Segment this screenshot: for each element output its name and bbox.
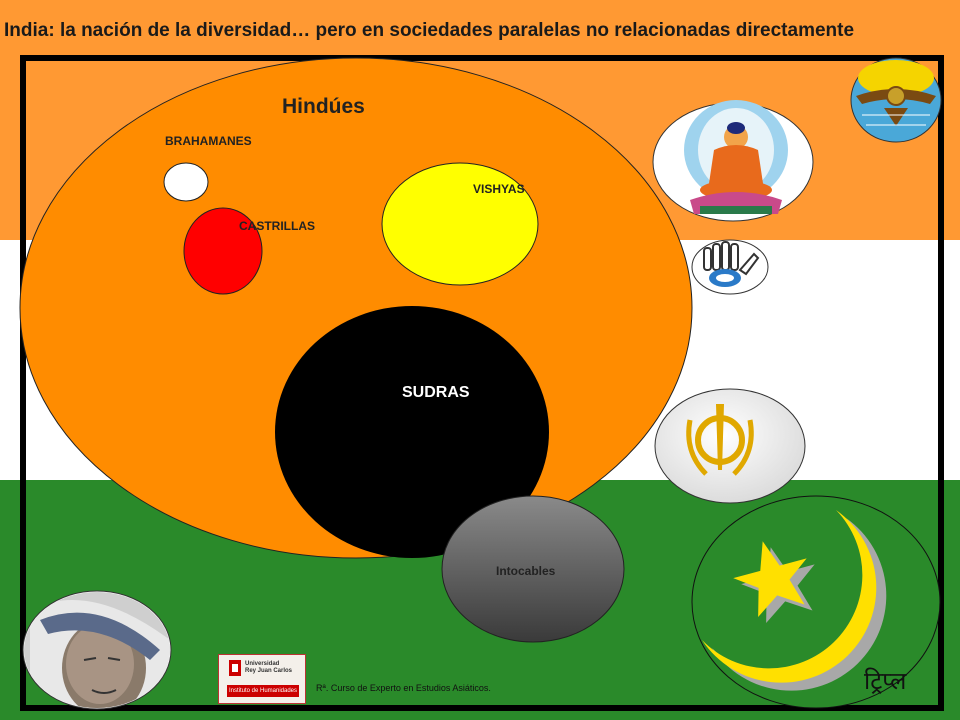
hindues-label: Hindúes	[282, 95, 365, 118]
brahmanes-label: BRAHAMANES	[165, 134, 252, 148]
islam-crescent-star-icon	[691, 495, 941, 709]
castrillas-label: CASTRILLAS	[239, 219, 315, 233]
vishyas-label: VISHYAS	[473, 182, 525, 196]
jain-hand-icon	[691, 239, 769, 295]
zoroastrian-faravahar-icon	[850, 57, 942, 143]
university-name-line2: Rey Juan Carlos	[245, 668, 293, 674]
sudras-label: SUDRAS	[402, 384, 470, 401]
portrait-photo-icon	[22, 590, 172, 710]
intocables-label: Intocables	[496, 564, 556, 578]
slide-title: India: la nación de la diversidad… pero …	[4, 20, 855, 41]
intocables-circle	[441, 495, 625, 643]
university-logo: Universidad Rey Juan Carlos Instituto de…	[218, 654, 306, 704]
buddha-icon	[652, 100, 814, 222]
diagram-frame	[20, 55, 944, 711]
castrillas-circle	[183, 207, 263, 295]
university-name-line1: Universidad	[245, 661, 280, 667]
sikh-khanda-icon	[654, 388, 806, 504]
crest-icon	[229, 660, 241, 676]
hindi-text: ट्रिप्ल	[864, 668, 907, 695]
footer-credit: Rª. Curso de Experto en Estudios Asiátic…	[316, 683, 491, 693]
university-name: Universidad Rey Juan Carlos	[245, 661, 292, 675]
sudras-circle	[275, 306, 549, 558]
institute-name: Instituto de Humanidades	[227, 685, 299, 697]
vishyas-circle	[381, 162, 539, 286]
brahmanes-circle	[163, 162, 209, 202]
